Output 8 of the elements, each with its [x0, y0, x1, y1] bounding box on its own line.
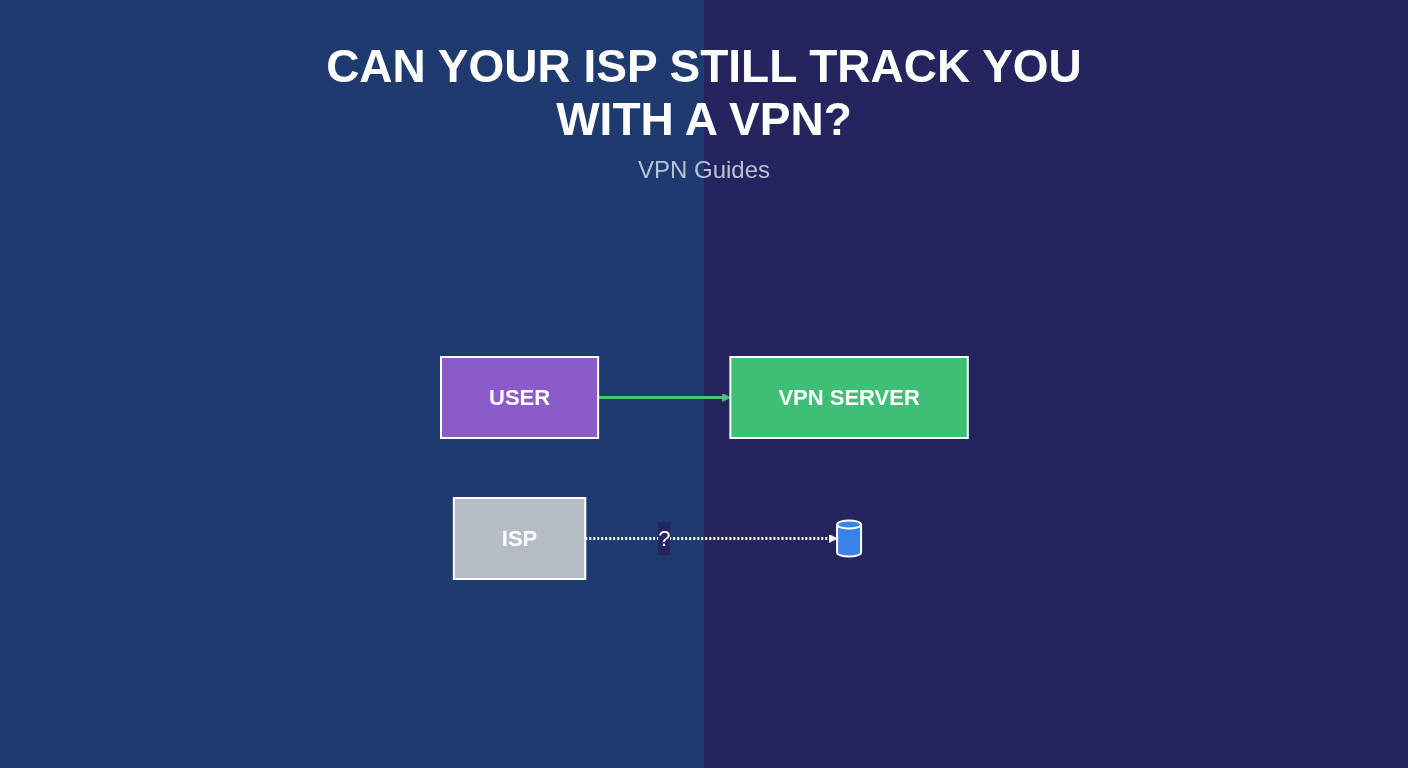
node-box: VPN SERVER	[728, 355, 969, 439]
title: CAN YOUR ISP STILL TRACK YOU WITH A VPN?	[325, 40, 1083, 146]
edge-label: ?	[657, 525, 670, 551]
node-cylinder	[835, 519, 862, 558]
node-box: USER	[439, 355, 599, 439]
arrow	[584, 534, 838, 543]
subtitle: VPN Guides	[637, 155, 771, 184]
node-box: ISP	[452, 496, 586, 580]
